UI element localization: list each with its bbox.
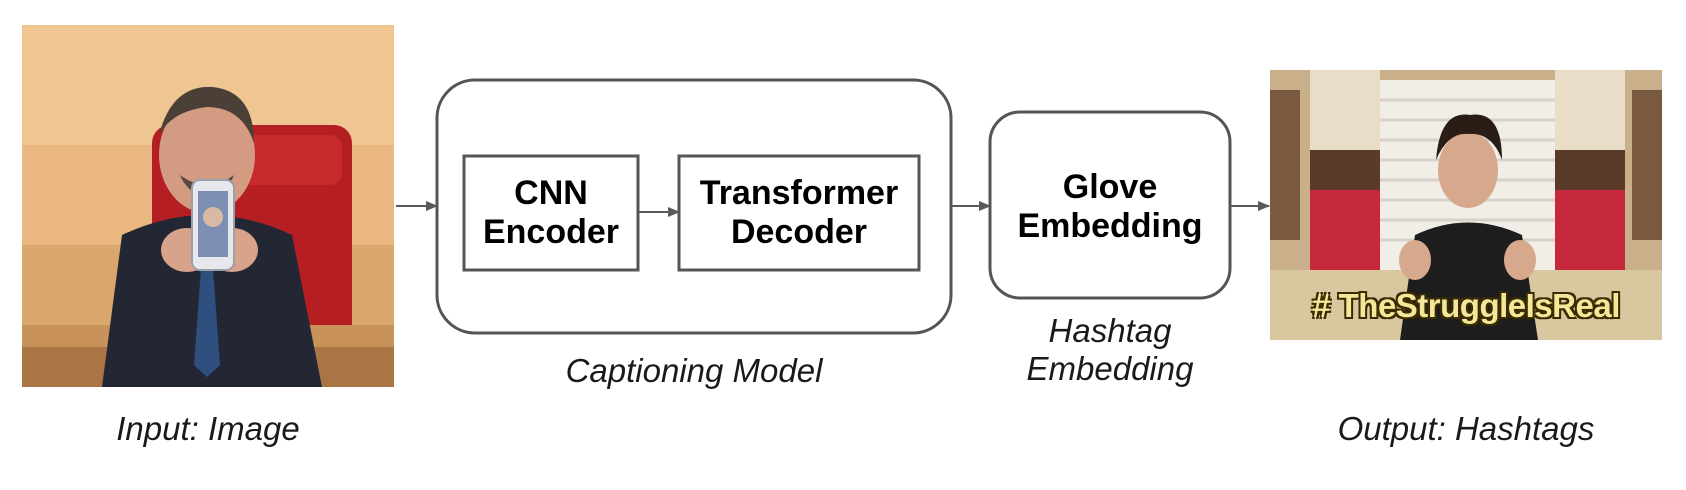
hashtag-overlay: # TheStruggleIsReal	[1312, 287, 1620, 324]
glove-embedding-text: Glove Embedding	[1017, 168, 1203, 245]
glove-embedding-label: Glove Embedding	[990, 150, 1230, 264]
transformer-decoder-text: Transformer Decoder	[699, 174, 899, 251]
man-holding-phone-illustration	[22, 25, 394, 387]
input-image	[22, 25, 394, 387]
cnn-encoder-label: CNN Encoder	[464, 156, 638, 270]
hashtag-embedding-caption-text: Hashtag Embedding	[1026, 312, 1194, 387]
output-image: # TheStruggleIsReal	[1270, 70, 1662, 340]
captioning-model-caption: Captioning Model	[565, 352, 823, 389]
man-thumbs-up-illustration	[1270, 70, 1662, 340]
input-caption: Input: Image	[116, 410, 300, 447]
hashtag-embedding-caption: Hashtag Embedding	[990, 312, 1230, 388]
cnn-encoder-text: CNN Encoder	[482, 174, 620, 251]
transformer-decoder-label: Transformer Decoder	[679, 156, 919, 270]
output-caption: Output: Hashtags	[1337, 410, 1595, 447]
